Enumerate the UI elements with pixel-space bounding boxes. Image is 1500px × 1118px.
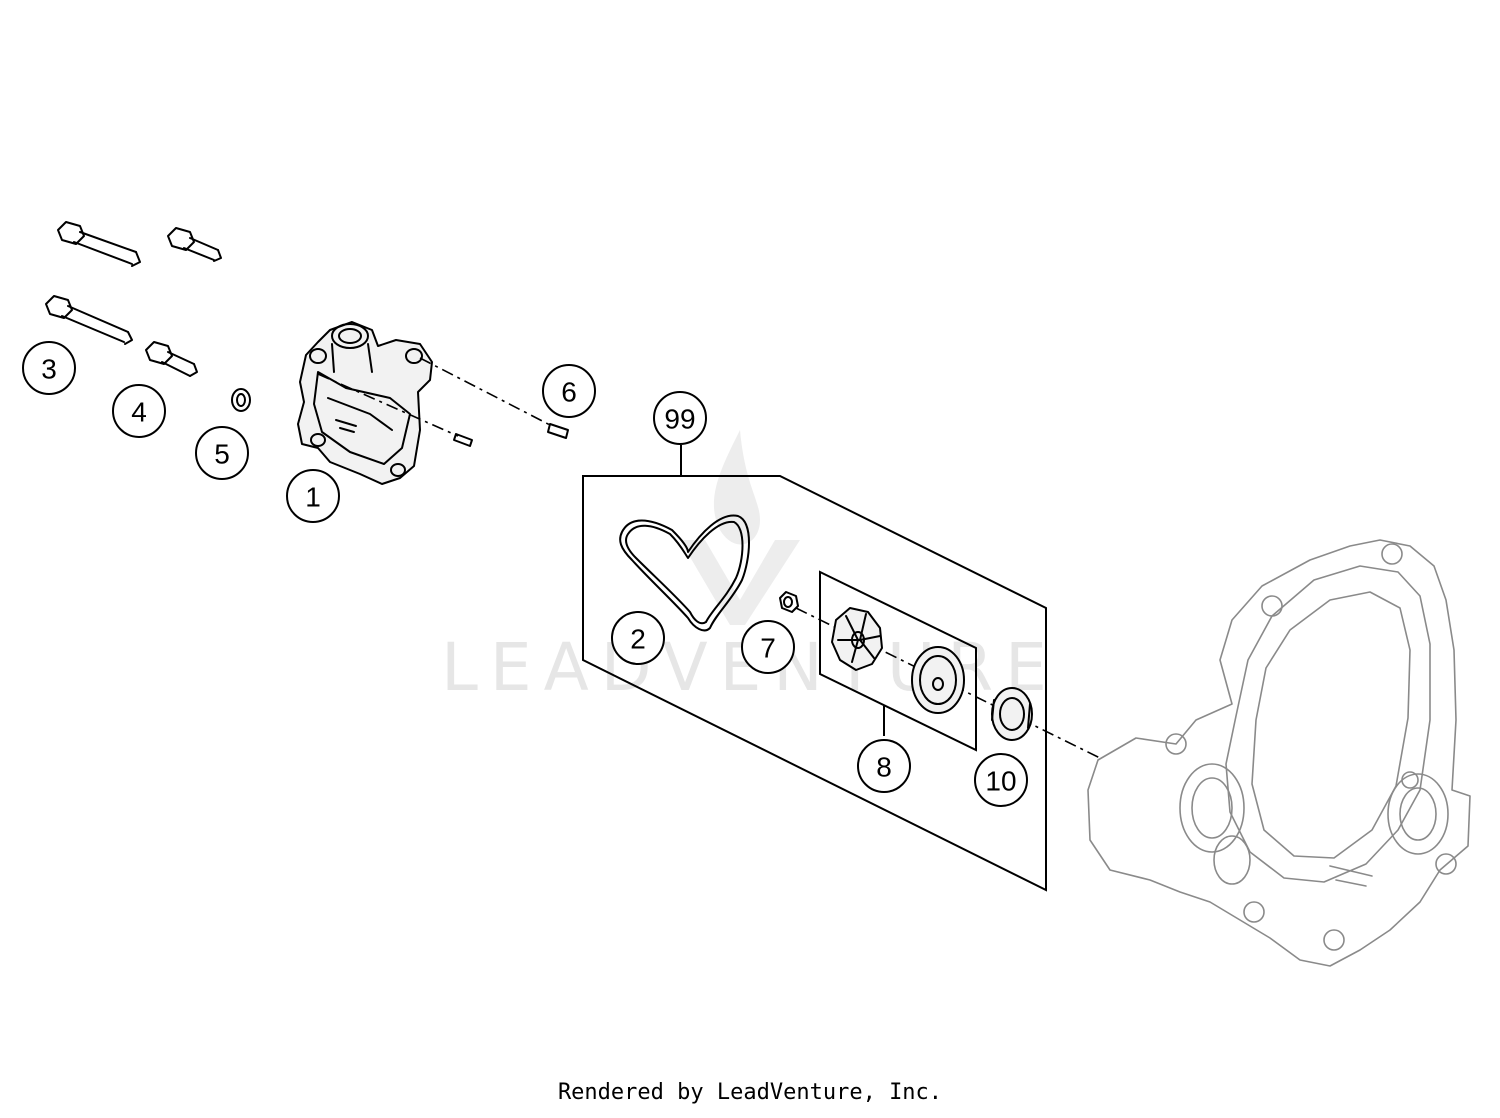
impeller xyxy=(831,607,883,671)
bolt-short-lower xyxy=(145,341,198,377)
callout-6[interactable]: 6 xyxy=(542,364,596,418)
callout-label: 6 xyxy=(561,377,577,408)
axis-line-pin xyxy=(419,357,553,427)
callout-8[interactable]: 8 xyxy=(857,739,911,793)
clutch-cover xyxy=(1087,539,1471,967)
callout-label: 99 xyxy=(664,404,695,435)
callout-label: 5 xyxy=(214,439,230,470)
callout-label: 10 xyxy=(985,766,1016,797)
callout-5[interactable]: 5 xyxy=(195,426,249,480)
water-pump-cover xyxy=(297,321,433,485)
kit-8-bracket xyxy=(819,570,977,752)
callout-2[interactable]: 2 xyxy=(611,611,665,665)
callout-10[interactable]: 10 xyxy=(974,753,1028,807)
kit-99-bracket xyxy=(582,445,1047,892)
callout-label: 4 xyxy=(131,397,147,428)
callout-label: 8 xyxy=(876,752,892,783)
callout-label: 7 xyxy=(760,633,776,664)
callout-99[interactable]: 99 xyxy=(653,391,707,445)
footer-credit: Rendered by LeadVenture, Inc. xyxy=(557,1080,943,1105)
bolt-long-lower xyxy=(45,295,133,345)
dowel-pin-left xyxy=(453,433,473,447)
shaft-disc xyxy=(911,646,965,714)
bolt-long-upper xyxy=(57,221,141,267)
impeller-nut xyxy=(779,591,799,613)
callout-1[interactable]: 1 xyxy=(286,469,340,523)
shaft-seal xyxy=(991,687,1033,741)
dowel-pin-right xyxy=(547,423,569,439)
callout-label: 1 xyxy=(305,482,321,513)
gasket-seal xyxy=(619,514,750,632)
axis-line-upper xyxy=(317,373,459,437)
callout-label: 2 xyxy=(630,624,646,655)
callout-label: 3 xyxy=(41,354,57,385)
washer xyxy=(231,388,251,412)
callout-7[interactable]: 7 xyxy=(741,620,795,674)
callout-3[interactable]: 3 xyxy=(22,341,76,395)
callout-4[interactable]: 4 xyxy=(112,384,166,438)
bolt-short-upper xyxy=(167,227,222,262)
